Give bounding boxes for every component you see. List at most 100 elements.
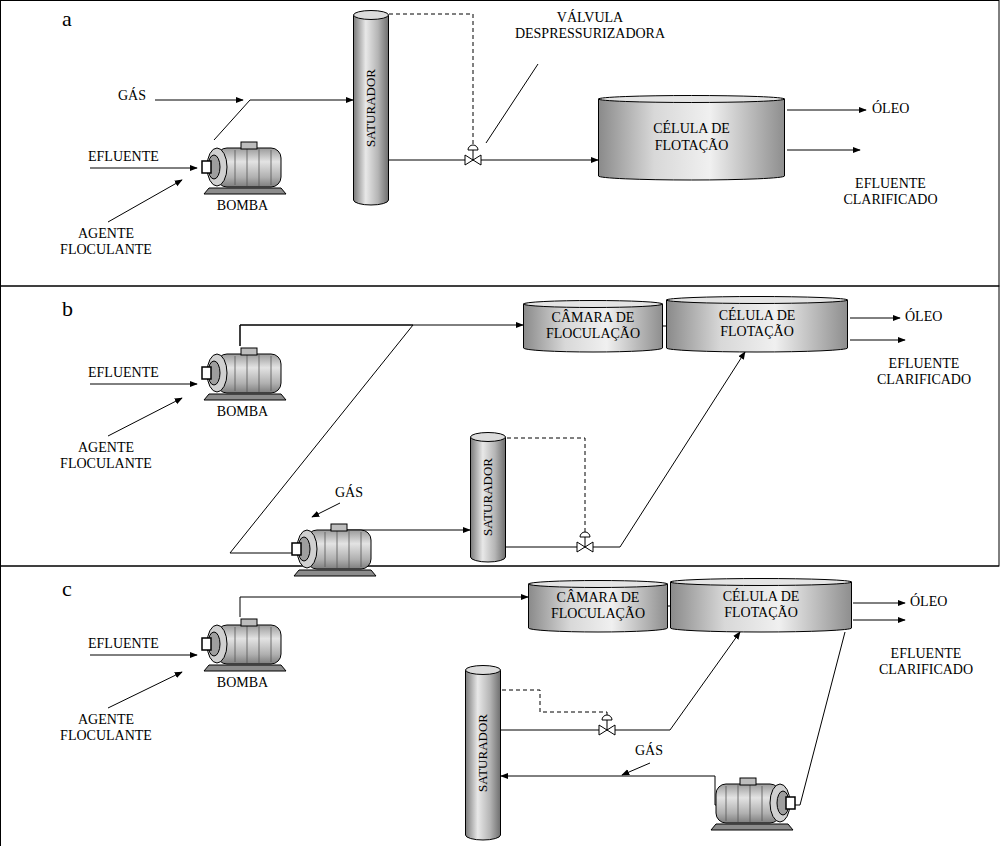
panel-frame	[1, 286, 1000, 566]
gas-line	[622, 763, 650, 775]
node-label: SATURADOR	[364, 68, 379, 146]
cylinder-body	[466, 670, 501, 840]
feed-line	[90, 655, 197, 656]
tank-box: CÉLULA DE FLOTAÇÃO	[598, 95, 785, 180]
panel-frame	[0, 566, 1, 846]
pump-label: BOMBA	[217, 675, 268, 691]
flow-connector	[501, 632, 845, 805]
valve-symbol	[599, 715, 615, 735]
tank-body	[671, 582, 852, 632]
node-label: SATURADOR	[481, 458, 496, 536]
gas-line	[312, 503, 340, 517]
stream-label: VÁLVULA DESPRESSURIZADORA	[490, 10, 690, 42]
pump-label: BOMBA	[217, 198, 268, 214]
tank-top	[599, 96, 785, 103]
outlet-line	[787, 110, 866, 111]
node-label: SATURADOR	[476, 713, 491, 791]
panel-letter: a	[62, 6, 92, 31]
control-line	[502, 690, 607, 719]
control-line	[507, 438, 585, 536]
pump-symbol	[202, 348, 286, 400]
feed-line	[108, 398, 182, 436]
gas-line	[155, 100, 243, 101]
tank-box: CÂMARA DE FLOCULAÇÃO	[528, 580, 668, 632]
cylinder-top	[466, 666, 501, 675]
panel-letter: c	[62, 576, 92, 601]
flow-connector	[389, 160, 598, 161]
flow-connector	[240, 325, 523, 346]
node-label: CÂMARA DE FLOCULAÇÃO	[532, 310, 655, 342]
stream-label: EFLUENTE	[88, 149, 188, 165]
pump-symbol	[711, 778, 795, 830]
stream-label: AGENTE FLOCULANTE	[50, 226, 162, 258]
tank-top	[667, 297, 848, 304]
flow-connector	[214, 100, 353, 140]
pump-symbol	[202, 142, 286, 194]
tank-top	[524, 301, 663, 308]
cylinder-body	[354, 15, 389, 205]
valve-symbol	[577, 532, 593, 552]
panel-frame	[1, 1, 1000, 287]
flow-connector	[501, 632, 740, 730]
flow-connector	[240, 597, 528, 617]
pump-node: BOMBA	[195, 346, 290, 401]
tank-box: CÉLULA DE FLOTAÇÃO	[666, 296, 848, 352]
outlet-line	[853, 620, 905, 621]
node-label: CÉLULA DE FLOTAÇÃO	[698, 308, 816, 340]
feed-line	[90, 384, 197, 385]
tank-top	[529, 581, 668, 588]
pump-node: BOMBA	[195, 617, 290, 672]
outlet-line	[850, 318, 900, 319]
feed-line	[108, 180, 182, 222]
stream-label: GÁS	[635, 743, 680, 759]
flow-lines	[90, 14, 905, 775]
node-label: CÂMARA DE FLOCULAÇÃO	[537, 590, 660, 622]
pump-symbol	[292, 524, 376, 576]
outlet-line	[850, 340, 905, 341]
flow-connector	[668, 606, 670, 607]
cylinder-top	[354, 11, 389, 20]
panel-letter: b	[62, 296, 92, 321]
saturator-vessel: SATURADOR	[465, 665, 501, 840]
node-label: CÉLULA DE FLOTAÇÃO	[633, 121, 751, 153]
cylinder-body	[471, 437, 506, 562]
node-outline	[195, 346, 290, 401]
outlet-line	[787, 150, 860, 151]
saturator-vessel: SATURADOR	[470, 432, 506, 562]
flow-connector	[506, 352, 745, 547]
stream-label: AGENTE FLOCULANTE	[50, 440, 162, 472]
flow-connector	[663, 326, 666, 327]
stream-label: EFLUENTE	[88, 365, 188, 381]
stream-label: AGENTE FLOCULANTE	[50, 712, 162, 744]
leader-line	[486, 64, 538, 143]
stream-label: EFLUENTE CLARIFICADO	[828, 176, 953, 208]
stream-label: EFLUENTE CLARIFICADO	[862, 646, 990, 678]
feed-line	[108, 672, 182, 708]
node-outline	[195, 140, 290, 195]
tank-body	[599, 99, 785, 180]
tank-body	[529, 584, 668, 632]
connector-group	[214, 100, 845, 805]
control-line	[389, 14, 473, 149]
stream-label: GÁS	[118, 88, 158, 104]
valve-symbol	[465, 145, 481, 165]
node-outline	[195, 617, 290, 672]
stream-label: ÓLEO	[910, 594, 970, 610]
tank-box: CÂMARA DE FLOCULAÇÃO	[523, 300, 663, 352]
node-label: CÉLULA DE FLOTAÇÃO	[702, 589, 820, 621]
tank-top	[671, 579, 852, 586]
pump-node: BOMBA	[195, 140, 290, 195]
tank-body	[667, 300, 848, 352]
stream-label: EFLUENTE	[88, 636, 188, 652]
tank-box: CÉLULA DE FLOTAÇÃO	[670, 578, 852, 632]
stream-label: ÓLEO	[905, 309, 965, 325]
pump-symbol	[202, 619, 286, 671]
tank-body	[524, 304, 663, 352]
outlet-line	[853, 603, 905, 604]
stream-label: GÁS	[335, 485, 380, 501]
feed-line	[90, 168, 197, 169]
panel-frame	[1, 566, 1000, 567]
stream-label: ÓLEO	[872, 101, 932, 117]
